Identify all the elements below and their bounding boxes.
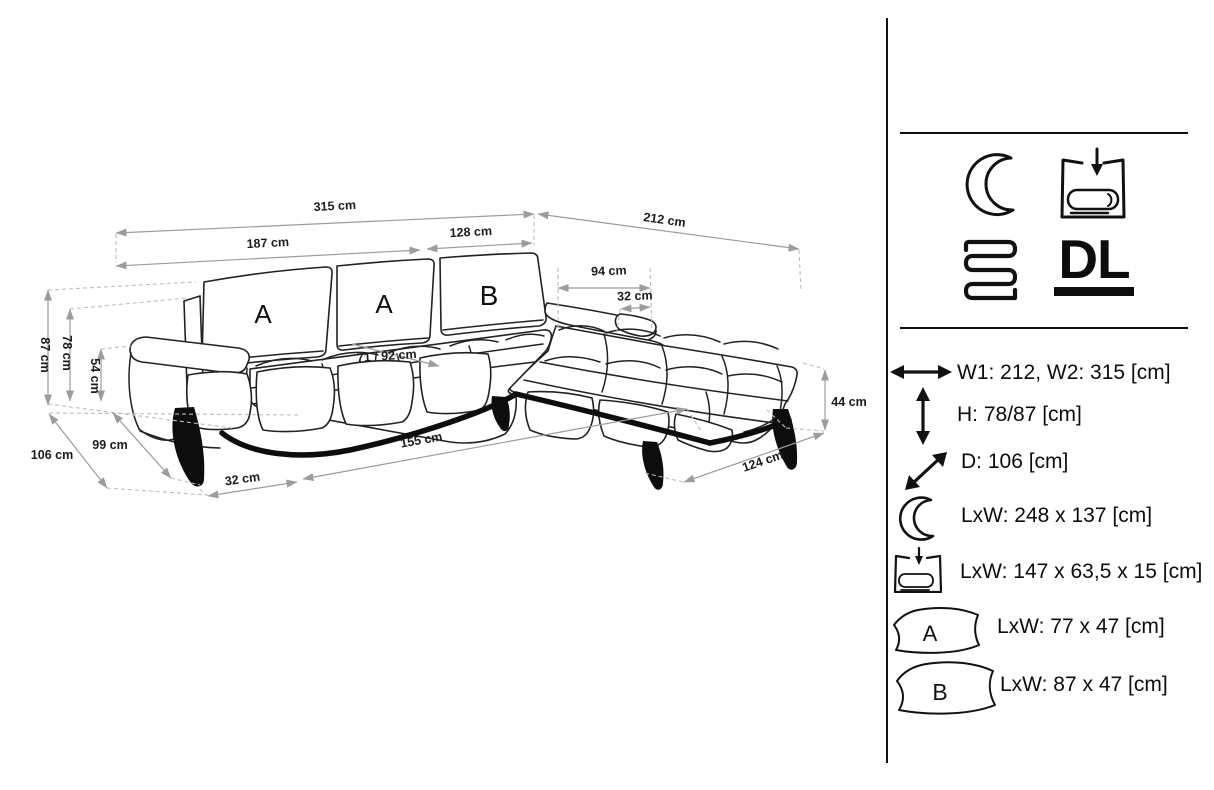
- dim-height-max: 87 cm: [38, 337, 52, 372]
- pillow-b-letter: B: [932, 679, 947, 705]
- depth-arrow-icon: [905, 452, 947, 490]
- spec-pillow-b: LxW: 87 x 47 [cm]: [1000, 673, 1168, 696]
- dim-height-arm: 54 cm: [88, 358, 102, 393]
- moon-icon: [965, 153, 1015, 217]
- height-arrow-icon: [916, 387, 930, 445]
- back-pillow-right: [439, 252, 547, 336]
- dim-seat-height: 44 cm: [831, 395, 866, 409]
- dim-chaise-back-width: 94 cm: [591, 263, 627, 278]
- pillow-label-right: B: [480, 280, 499, 311]
- dim-width-total: 315 cm: [313, 198, 356, 214]
- panel-rule-top: [900, 132, 1188, 134]
- dim-width-left: 187 cm: [246, 235, 289, 251]
- pillow-label-middle: A: [375, 289, 393, 319]
- leg-chaise-front: [642, 441, 664, 490]
- sofa-drawing: A A B: [128, 252, 798, 490]
- pillow-a-icon: A: [893, 606, 980, 654]
- spec-width: W1: 212, W2: 315 [cm]: [957, 361, 1171, 384]
- dim-depth-total: 106 cm: [31, 448, 73, 462]
- pillow-b-icon: B: [896, 661, 996, 715]
- dim-chaise-side: 124 cm: [740, 448, 785, 475]
- pillow-label-left: A: [254, 299, 272, 329]
- dim-leg-inset: 32 cm: [224, 470, 261, 489]
- dl-mark: DL: [1054, 228, 1134, 296]
- spec-pillow-a: LxW: 77 x 47 [cm]: [997, 615, 1165, 638]
- spec-mattress: LxW: 147 x 63,5 x 15 [cm]: [960, 560, 1203, 583]
- moon-small-icon: [898, 496, 935, 541]
- width-arrow-icon: [890, 365, 952, 379]
- dl-label: DL: [1058, 228, 1130, 290]
- spec-sleeping-area: LxW: 248 x 137 [cm]: [961, 504, 1153, 527]
- dimension-lines: [44, 210, 829, 499]
- panel-divider-line: [886, 18, 888, 763]
- dim-height-back: 78 cm: [60, 335, 74, 370]
- spec-depth: D: 106 [cm]: [961, 450, 1069, 473]
- dim-seat-depth: 71 / 92 cm: [356, 347, 417, 365]
- spec-height: H: 78/87 [cm]: [957, 403, 1082, 426]
- back-pillow-middle: [336, 258, 435, 351]
- leg-front-left: [172, 407, 205, 487]
- dim-width-right: 128 cm: [449, 224, 492, 240]
- dim-chaise-depth: 212 cm: [643, 210, 687, 230]
- dim-headrest-width: 32 cm: [617, 288, 653, 303]
- dim-depth-base: 99 cm: [92, 438, 127, 452]
- pillow-a-letter: A: [923, 621, 938, 646]
- fold-out-bed-icon: [1060, 147, 1126, 219]
- fold-out-bed-small-icon: [893, 547, 943, 593]
- spring-icon: [963, 239, 1018, 301]
- left-armrest: [128, 336, 253, 449]
- panel-rule-bottom: [900, 327, 1188, 329]
- dl-underline: [1054, 286, 1134, 296]
